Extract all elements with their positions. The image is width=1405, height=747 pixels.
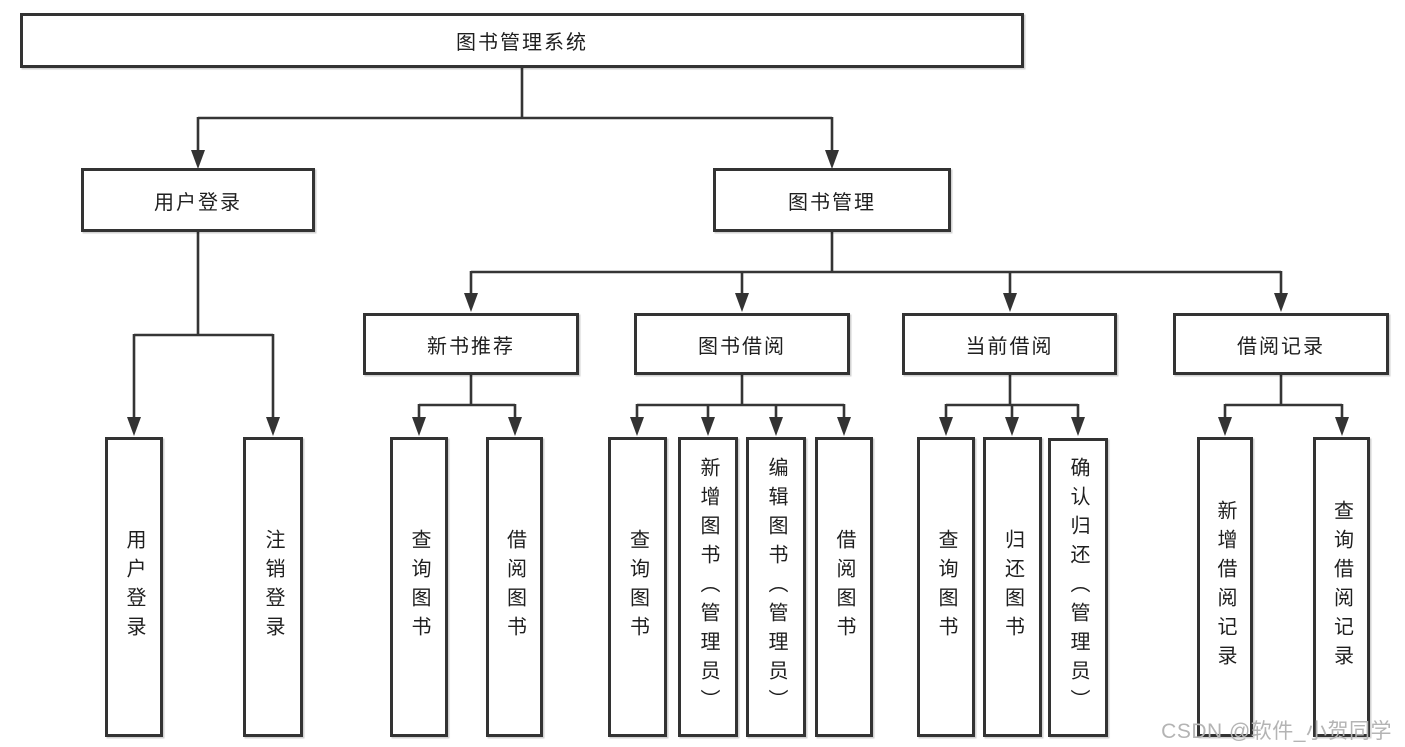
- leaf-edit-book-admin: 编辑图书（管理员）: [746, 437, 806, 737]
- node-book-borrow: 图书借阅: [634, 313, 850, 375]
- leaf-borrow-books: 借阅图书: [815, 437, 873, 737]
- node-new-book-recommend: 新书推荐: [363, 313, 579, 375]
- leaf-user-login: 用户登录: [105, 437, 163, 737]
- leaf-confirm-return-admin: 确认归还（管理员）: [1048, 438, 1108, 737]
- leaf-borrow-books-recommend: 借阅图书: [486, 437, 543, 737]
- leaf-logout: 注销登录: [243, 437, 303, 737]
- leaf-query-books-recommend: 查询图书: [390, 437, 448, 737]
- node-borrow-records: 借阅记录: [1173, 313, 1389, 375]
- csdn-watermark: CSDN @软件_小贺同学: [1161, 720, 1392, 743]
- leaf-return-books: 归还图书: [983, 437, 1042, 737]
- node-current-borrow: 当前借阅: [902, 313, 1117, 375]
- leaf-query-books-current: 查询图书: [917, 437, 975, 737]
- leaf-add-book-admin: 新增图书（管理员）: [678, 437, 738, 737]
- leaf-query-borrow-record: 查询借阅记录: [1313, 437, 1370, 737]
- leaf-add-borrow-record: 新增借阅记录: [1197, 437, 1253, 737]
- node-root: 图书管理系统: [20, 13, 1024, 68]
- node-book-management-branch: 图书管理: [713, 168, 951, 232]
- leaf-query-books-borrow: 查询图书: [608, 437, 667, 737]
- node-user-login-branch: 用户登录: [81, 168, 315, 232]
